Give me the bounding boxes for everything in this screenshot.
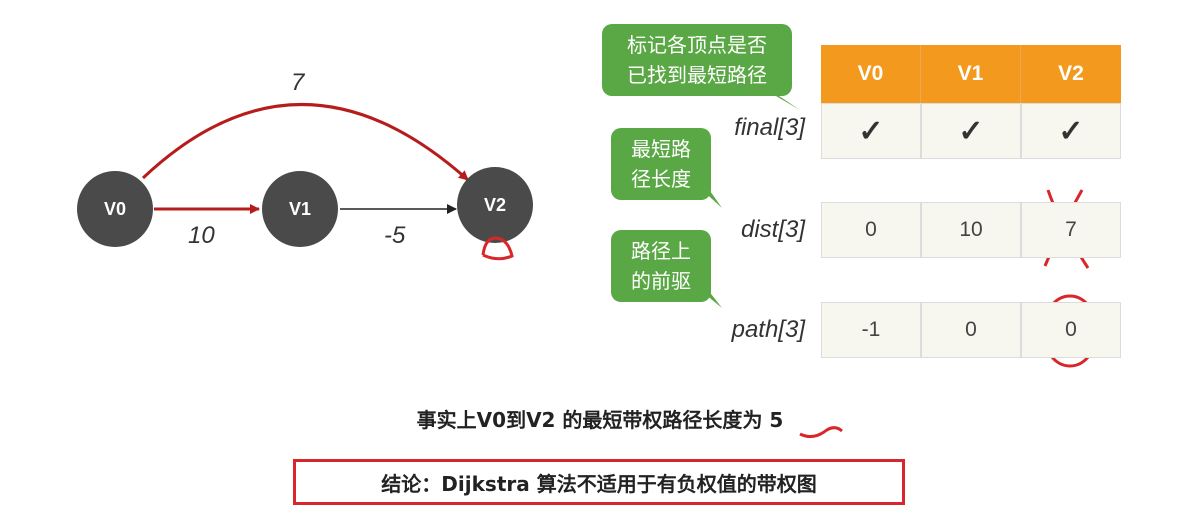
conclusion-box: 结论：Dijkstra 算法不适用于有负权值的带权图	[293, 459, 905, 505]
callout-dist: 最短路 径长度	[611, 128, 711, 200]
check-icon: ✓	[858, 114, 884, 148]
node-v0: V0	[77, 171, 153, 247]
shortest-path-statement: 事实上V0到V2 的最短带权路径长度为 5	[0, 404, 1200, 433]
statement-text: 事实上V0到V2 的最短带权路径长度	[416, 408, 743, 432]
callout-final: 标记各顶点是否 已找到最短路径	[602, 24, 792, 96]
node-v2-label: V2	[484, 195, 506, 215]
edge-label-v0-v1: 10	[188, 222, 215, 249]
row-label-path: path[3]	[731, 316, 805, 343]
dist-cell-v1: 10	[921, 202, 1021, 258]
path-cell-v0: -1	[821, 302, 921, 358]
node-v1: V1	[262, 171, 338, 247]
row-label-dist: dist[3]	[740, 216, 805, 243]
dist-cell-v0: 0	[821, 202, 921, 258]
final-cell-v1: ✓	[921, 103, 1021, 159]
edge-label-v0-v2: 7	[291, 69, 306, 96]
row-label-final: final[3]	[734, 114, 805, 141]
red-underline-mark-statement	[799, 426, 843, 439]
header-cell-v2: V2	[1021, 45, 1121, 103]
statement-value: 5	[769, 408, 784, 432]
path-cell-v1: 0	[921, 302, 1021, 358]
node-v1-label: V1	[289, 199, 311, 219]
dist-cell-v2: 7	[1021, 202, 1121, 258]
final-cell-v0: ✓	[821, 103, 921, 159]
check-icon: ✓	[1058, 114, 1084, 148]
final-cell-v2: ✓	[1021, 103, 1121, 159]
callout-path: 路径上 的前驱	[611, 230, 711, 302]
path-cell-v2: 0	[1021, 302, 1121, 358]
conclusion-text: 结论：Dijkstra 算法不适用于有负权值的带权图	[381, 471, 817, 496]
check-icon: ✓	[958, 114, 984, 148]
header-cell-v0: V0	[821, 45, 921, 103]
header-cell-v1: V1	[921, 45, 1021, 103]
edge-v0-v2	[141, 103, 469, 182]
edge-label-v1-v2: -5	[384, 222, 406, 249]
statement-marked-word: 为	[742, 408, 763, 432]
red-underline-mark-v2	[481, 236, 514, 261]
node-v2: V2	[457, 167, 533, 243]
node-v0-label: V0	[104, 199, 126, 219]
